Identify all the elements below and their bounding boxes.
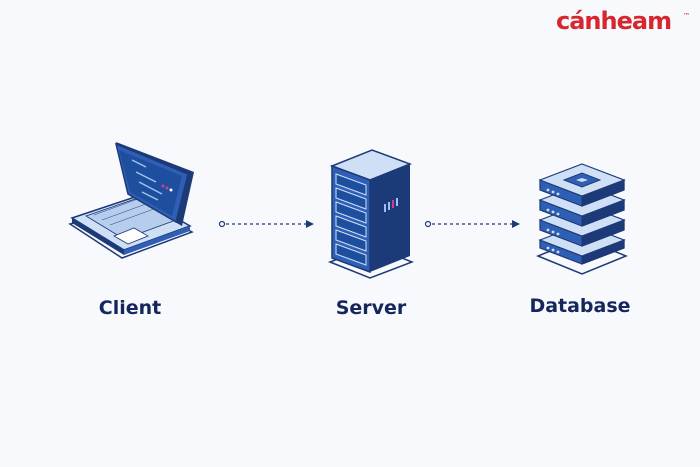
arrow-head-icon bbox=[512, 220, 520, 228]
laptop-icon bbox=[68, 142, 194, 259]
brand-logo: cánheam ™ bbox=[556, 6, 694, 44]
client-label: Client bbox=[98, 297, 162, 319]
server-node bbox=[326, 140, 416, 280]
server-label: Server bbox=[335, 297, 407, 319]
database-label: Database bbox=[529, 295, 631, 317]
database-node bbox=[534, 150, 630, 276]
arrow-head-icon bbox=[306, 220, 314, 228]
connector-start-dot bbox=[424, 220, 432, 228]
client-node bbox=[66, 138, 196, 260]
database-icon bbox=[536, 163, 628, 275]
server-rack-icon bbox=[327, 149, 415, 279]
connector-server-database bbox=[424, 220, 520, 228]
trademark-symbol: ™ bbox=[683, 12, 690, 20]
connector-client-server bbox=[218, 220, 314, 228]
brand-logo-text: cánheam bbox=[556, 7, 672, 35]
connector-start-dot bbox=[218, 220, 226, 228]
